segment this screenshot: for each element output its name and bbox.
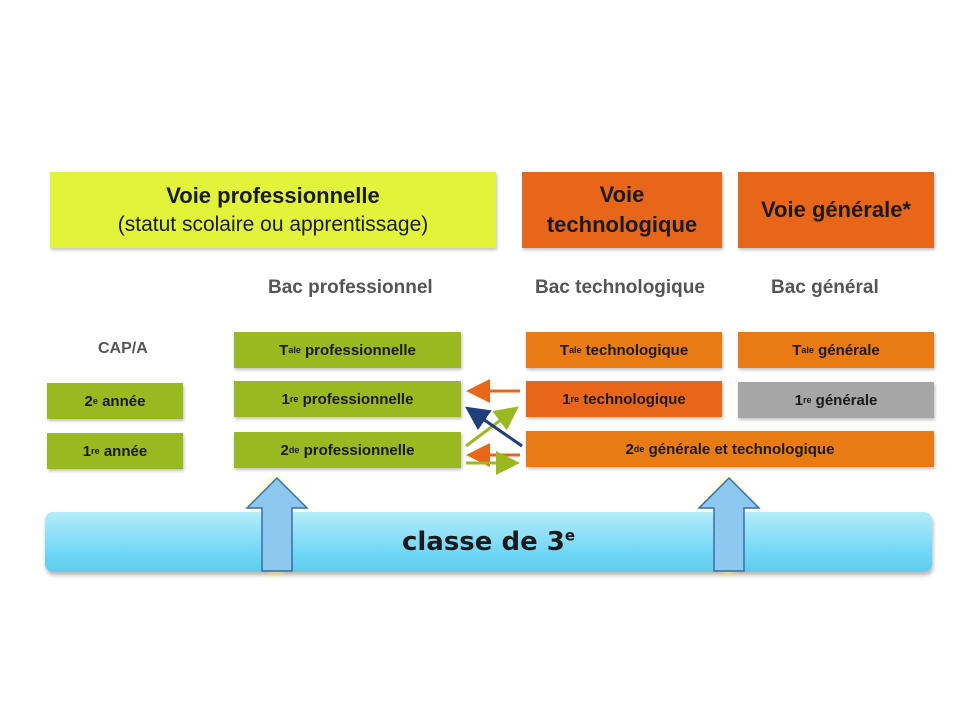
pro-t-num: T: [279, 341, 289, 359]
classe-text: classe de 3: [401, 527, 565, 557]
header-pro-subtitle: (statut scolaire ou apprentissage): [117, 213, 429, 236]
tech-t-num: T: [559, 341, 569, 359]
arrow-sgt-to-pro1: [465, 406, 523, 448]
label-bac-pro: Bac professionnel: [268, 277, 433, 298]
cap-2-num: 2: [84, 392, 93, 410]
gen-t-num: T: [792, 341, 802, 359]
header-tech-line2: technologique: [546, 212, 698, 237]
up-arrow-icon: [697, 476, 761, 573]
arrow-pro2-to-tech1: [465, 406, 519, 448]
tech-1-num: 1: [562, 390, 571, 408]
header-voie-technologique: Voie technologique: [522, 172, 722, 248]
cap-1-text: année: [99, 442, 148, 460]
sgt-text: générale et technologique: [644, 440, 835, 458]
pro-1-num: 1: [281, 390, 290, 408]
header-voie-generale: Voie générale*: [738, 172, 934, 248]
cap-1-num: 1: [82, 442, 92, 460]
header-gen-title: Voie générale*: [761, 197, 911, 222]
tech-t-text: technologique: [581, 341, 689, 359]
gen-1-text: générale: [811, 391, 878, 409]
label-bac-tech: Bac technologique: [535, 277, 705, 298]
classe-de-3e-label: classe de 3e: [402, 527, 575, 557]
header-pro-title: Voie professionnelle: [166, 183, 380, 208]
sgt-num: 2: [625, 440, 634, 458]
pro-2-num: 2: [280, 441, 289, 459]
up-arrow-icon: [245, 476, 309, 573]
classe-de-3e-bar: classe de 3e: [45, 512, 932, 572]
header-tech-line1: Voie: [599, 182, 645, 207]
label-bac-gen: Bac général: [771, 277, 879, 298]
gen-1-num: 1: [794, 391, 803, 409]
gen-t-text: générale: [813, 341, 880, 359]
pro-2-text: professionnelle: [299, 441, 415, 459]
classe-sup: e: [564, 526, 576, 545]
cap-2-text: année: [97, 392, 146, 410]
tech-1-text: technologique: [579, 390, 686, 408]
label-cap: CAP/A: [98, 340, 148, 357]
pro-t-text: professionnelle: [300, 341, 416, 359]
pro-1-text: professionnelle: [298, 390, 414, 408]
header-voie-professionnelle: Voie professionnelle (statut scolaire ou…: [50, 172, 496, 248]
